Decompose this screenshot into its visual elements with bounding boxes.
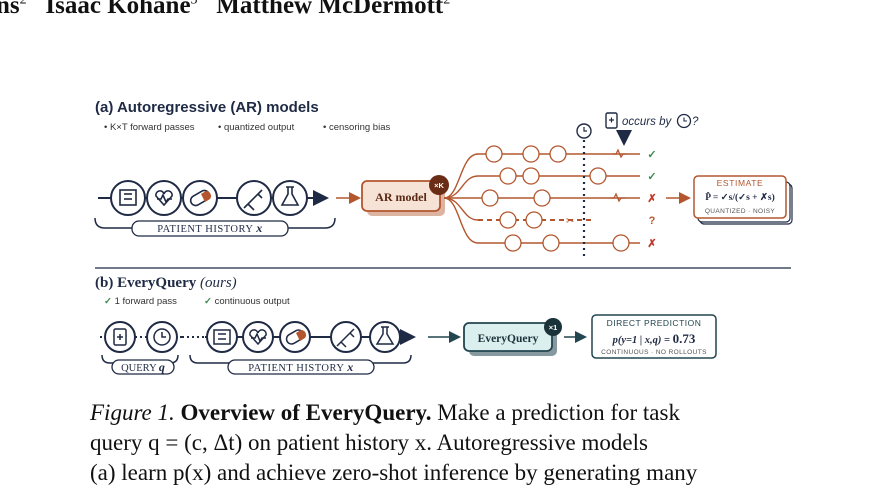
panel-b-label: (b) — [95, 275, 113, 291]
ar-badge — [429, 175, 449, 195]
outcome-2: ✓ — [647, 171, 656, 183]
svg-text:PATIENT HISTORY x: PATIENT HISTORY x — [157, 221, 263, 235]
outcome-marks: ✓ ✓ ✗ ? ✗ — [647, 149, 656, 250]
panel-b-bullet-2: continuous output — [215, 296, 290, 307]
panel-b-title: EveryQuery — [117, 275, 197, 291]
occurs-q: ? — [692, 116, 699, 128]
heartbeat-icon-1 — [612, 148, 627, 159]
panel-a-bullet-1: K×T forward passes — [110, 122, 195, 133]
svg-text:PATIENT HISTORY x: PATIENT HISTORY x — [248, 360, 354, 374]
caption-line-1: Figure 1. Overview of EveryQuery. Make a… — [90, 398, 880, 428]
history-label-box-b — [227, 359, 375, 375]
svg-text:✓ 1 forward pass ✓: ✓ 1 forward pass ✓ continuous output — [104, 296, 290, 307]
estimate-title: ESTIMATE — [717, 178, 764, 188]
prediction-formula: p(y=1 | x,q) = — [612, 335, 673, 346]
query-label: QUERY — [121, 363, 157, 374]
eq-badge — [544, 318, 562, 336]
check-mark-2: ✓ — [204, 296, 212, 307]
svg-text:(a) Autoregressive (AR): (a) Autoregressive (AR) models — [95, 99, 319, 116]
estimate-box — [693, 175, 787, 219]
panel-b: (b) EveryQuery (ours) ✓ 1 forward pass ✓… — [95, 275, 717, 375]
outcome-5: ✗ — [647, 238, 656, 250]
history-var-a: x — [255, 221, 263, 235]
svg-text:p(y=1 | x,q) = 0.73: p(y=1 | x,q) = 0.73 — [612, 331, 696, 346]
prediction-box — [591, 314, 717, 359]
panel-b-title-suffix: (ours) — [200, 275, 237, 291]
history-label-b: PATIENT HISTORY — [248, 363, 344, 374]
figure-1: (a) Autoregressive (AR) models • K×T for… — [94, 99, 793, 375]
ar-badge-text: ×K — [434, 181, 444, 190]
hospital-icon — [110, 180, 146, 216]
query-var: q — [159, 360, 165, 374]
pill-icon — [182, 180, 218, 216]
history-label-box-a — [131, 220, 289, 237]
history-var-b: x — [346, 360, 354, 374]
bullet-dot-3: • — [323, 122, 326, 133]
outcome-1: ✓ — [647, 149, 656, 161]
lab-flask-icon — [272, 180, 308, 216]
panel-b-bullet-1: 1 forward pass — [115, 296, 178, 307]
panel-a-label: (a) — [95, 99, 113, 116]
panel-a: (a) Autoregressive (AR) models • K×T for… — [94, 99, 793, 258]
figure-caption: Figure 1. Overview of EveryQuery. Make a… — [90, 398, 880, 488]
everyquery-box — [463, 322, 553, 352]
prediction-sub: CONTINUOUS · NO ROLLOUTS — [601, 349, 707, 356]
author-3: Matthew McDermott2 — [216, 0, 451, 19]
ar-model-label: AR model — [375, 190, 427, 204]
author-line: ns2 Isaac Kohane3 Matthew McDermott2 — [0, 0, 450, 20]
rollout-paths — [443, 153, 640, 244]
query-label-box — [111, 359, 175, 375]
prediction-title: DIRECT PREDICTION — [607, 318, 702, 328]
history-label-a: PATIENT HISTORY — [157, 224, 253, 235]
eq-badge-text: ×1 — [549, 323, 558, 332]
everyquery-label: EveryQuery — [478, 333, 539, 345]
scissors-icon: ✂ — [566, 216, 574, 227]
ar-model-box — [361, 180, 441, 212]
occurs-by-label: occurs by — [622, 116, 672, 128]
prediction-value: 0.73 — [673, 331, 696, 346]
bullet-dot-2: • — [218, 122, 221, 133]
author-2: Isaac Kohane3 — [45, 0, 198, 19]
bullet-dot-1: • — [104, 122, 107, 133]
hospital-icon-b — [206, 321, 238, 353]
pill-icon-b — [279, 321, 311, 353]
author-1: ns2 — [0, 0, 27, 19]
panel-a-bullet-3: censoring bias — [329, 122, 391, 133]
rollout-event-icons — [481, 145, 630, 252]
heartbeat-icon-2 — [610, 192, 625, 203]
panel-a-bullet-2: quantized output — [224, 122, 295, 133]
svg-text:(b) EveryQuery (ou: (b) EveryQuery (ours) — [95, 275, 237, 291]
outcome-3: ✗ — [647, 193, 656, 205]
estimate-sub: QUANTIZED · NOISY — [705, 208, 776, 215]
estimate-formula: P̂ = ✓s/(✓s + ✗s) — [705, 191, 775, 203]
outcome-4: ? — [649, 215, 656, 227]
caption-line-3: (a) learn p(x) and achieve zero-shot inf… — [90, 460, 698, 485]
check-mark-1: ✓ — [104, 296, 112, 307]
caption-figure-label: Figure 1. — [90, 400, 175, 425]
caption-line-1-rest: Make a prediction for task — [437, 400, 680, 425]
svg-text:• K×T forward passes: • K×T forward passes • quantized output … — [104, 122, 390, 133]
caption-title: Overview of EveryQuery. — [180, 400, 432, 425]
svg-text:QUERY q: QUERY q — [121, 360, 165, 374]
caption-line-2: query q = (c, Δt) on patient history x. … — [90, 430, 648, 455]
panel-a-title: Autoregressive (AR) models — [117, 99, 319, 116]
